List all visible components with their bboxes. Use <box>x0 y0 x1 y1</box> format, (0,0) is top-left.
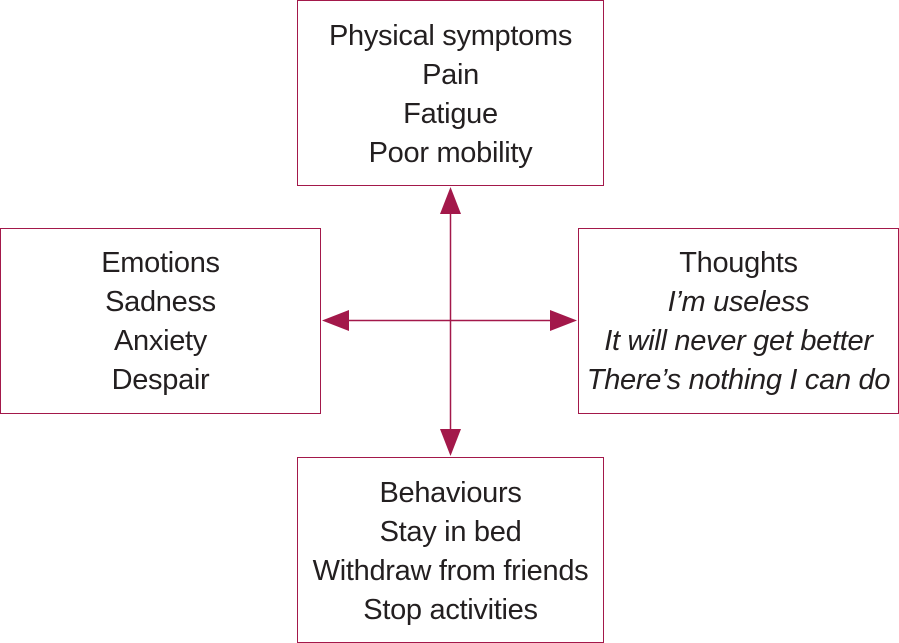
thought-item: It will never get better <box>604 325 873 357</box>
thoughts-box: Thoughts I’m useless It will never get b… <box>578 228 899 414</box>
arrowhead-down <box>440 429 461 456</box>
arrowhead-right <box>550 310 577 331</box>
thought-item: I’m useless <box>667 286 810 318</box>
emotion-item: Sadness <box>105 286 216 318</box>
behaviours-box: Behaviours Stay in bed Withdraw from fri… <box>297 457 604 643</box>
physical-symptoms-title: Physical symptoms <box>328 20 573 52</box>
behaviour-item: Stop activities <box>363 594 538 626</box>
physical-symptom-item: Pain <box>422 59 479 91</box>
physical-symptoms-box: Physical symptoms Pain Fatigue Poor mobi… <box>297 0 604 186</box>
emotion-item: Anxiety <box>114 325 207 357</box>
behaviour-item: Withdraw from friends <box>312 555 589 587</box>
thoughts-title: Thoughts <box>679 247 798 279</box>
emotion-item: Despair <box>111 364 210 396</box>
behaviours-title: Behaviours <box>379 477 522 509</box>
emotions-title: Emotions <box>101 247 220 279</box>
arrowhead-left <box>322 310 349 331</box>
physical-symptom-item: Fatigue <box>403 98 498 130</box>
emotions-box: Emotions Sadness Anxiety Despair <box>0 228 321 414</box>
arrowhead-up <box>440 187 461 214</box>
thought-item: There’s nothing I can do <box>586 364 891 396</box>
physical-symptom-item: Poor mobility <box>368 137 533 169</box>
behaviour-item: Stay in bed <box>379 516 522 548</box>
